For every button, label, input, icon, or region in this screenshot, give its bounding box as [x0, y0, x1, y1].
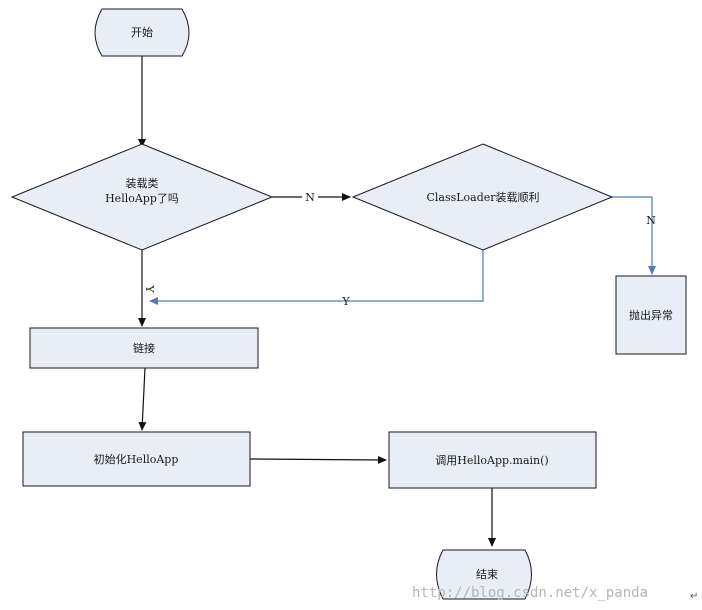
end-label: 结束 [476, 568, 498, 581]
end-node: 结束 [436, 549, 532, 600]
decision-loaded-node: 装载类 HelloApp了吗 [10, 143, 274, 251]
return-mark-icon: ↵ [690, 591, 698, 602]
edge-classloader-yes [149, 250, 484, 305]
edge-label-loaded-no: N [305, 191, 315, 204]
edge-label-classloader-yes: Y [341, 295, 350, 308]
watermark-text: http://blog.csdn.net/x_panda [412, 585, 648, 601]
decision-classloader-label: ClassLoader装载顺利 [426, 191, 539, 204]
start-label: 开始 [131, 25, 153, 39]
edge-link-to-init [138, 367, 147, 431]
call-main-label: 调用HelloApp.main() [435, 454, 548, 467]
edge-label-loaded-yes: Y [143, 284, 156, 293]
decision-classloader-node: ClassLoader装载顺利 [351, 143, 614, 251]
call-main-node: 调用HelloApp.main() [388, 431, 597, 489]
decision-loaded-label-line2: HelloApp了吗 [105, 192, 179, 205]
init-label: 初始化HelloApp [94, 452, 179, 466]
edge-classloader-no [612, 196, 656, 275]
start-node: 开始 [94, 8, 190, 57]
edge-label-bg [302, 189, 318, 205]
decision-loaded-label-line1: 装载类 [126, 176, 159, 190]
init-node: 初始化HelloApp [22, 431, 251, 487]
link-node: 链接 [29, 327, 259, 369]
throw-exception-node: 抛出异常 [615, 275, 687, 355]
link-label: 链接 [133, 341, 155, 355]
throw-exception-label: 抛出异常 [629, 308, 673, 322]
edge-init-to-main [249, 455, 387, 464]
edge-label-classloader-no: N [646, 214, 656, 227]
